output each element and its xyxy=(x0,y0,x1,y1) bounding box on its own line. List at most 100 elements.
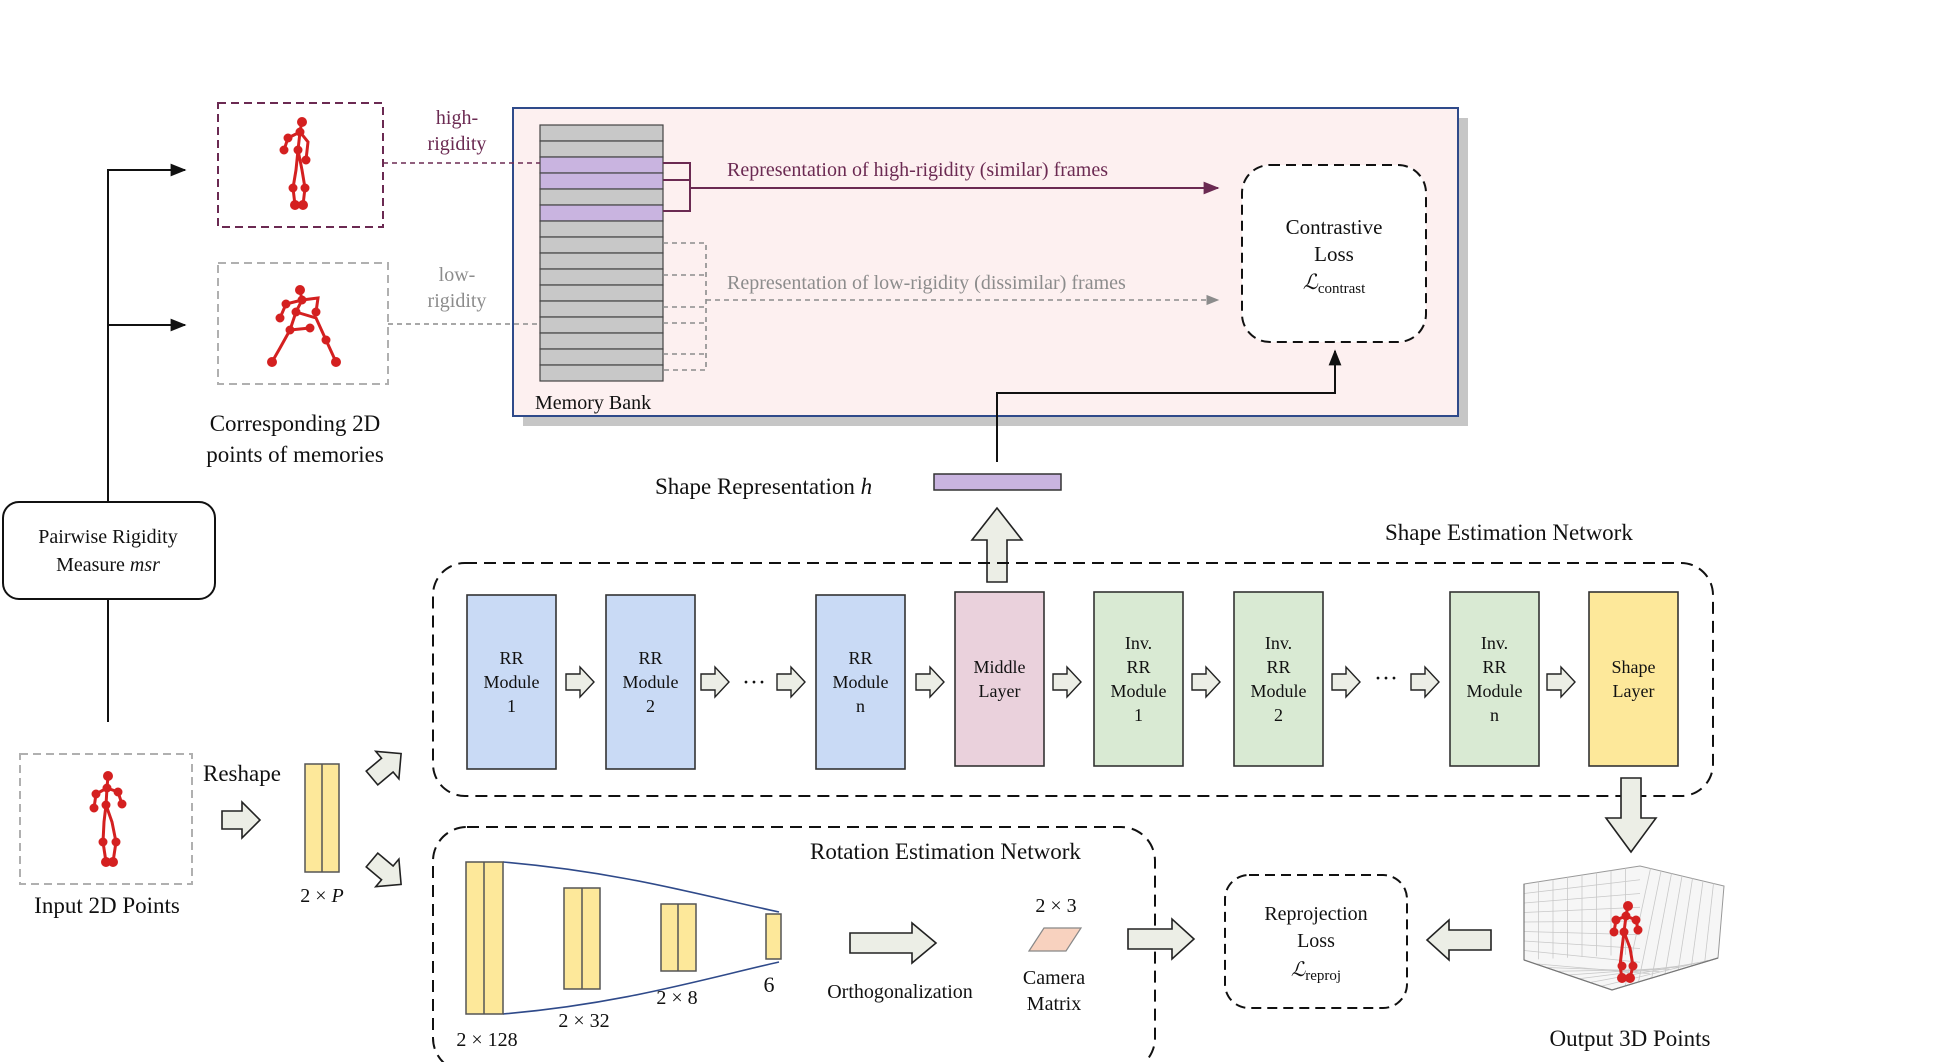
reprojection-loss-formula: ℒreproj xyxy=(1291,959,1341,984)
memory-row xyxy=(539,268,664,286)
module-link-arrow xyxy=(1331,665,1361,699)
reshaped-dim-text: 2 × xyxy=(300,885,331,907)
shape-layer-down-arrow xyxy=(1604,777,1658,854)
camera-matrix-line1: Camera xyxy=(1023,967,1085,989)
dim-label-32: 2 × 32 xyxy=(558,1010,609,1032)
rigidity-measure-line2: Measure msr xyxy=(56,554,160,576)
rr-module-1-label: Module xyxy=(484,672,540,692)
rigidity-measure-symbol: msr xyxy=(130,554,160,576)
rr-module-2-label: Module xyxy=(623,672,679,692)
rr-module-n-label: RR xyxy=(848,648,872,668)
shape-representation-label: Shape Representation h xyxy=(655,474,872,499)
reprojection-loss-symbol: ℒ xyxy=(1291,959,1306,981)
shape-layer-block xyxy=(1588,591,1679,767)
camera-to-reprojection-arrow xyxy=(1127,917,1196,961)
module-ellipsis: ··· xyxy=(742,670,766,696)
to-shape-network-arrow xyxy=(365,750,402,787)
rotation-layer-8 xyxy=(660,903,697,972)
low-rigidity-bracket xyxy=(663,242,1220,371)
to-rotation-network-arrow xyxy=(365,851,402,888)
low-rigidity-arrow-label: Representation of low-rigidity (dissimil… xyxy=(727,272,1126,294)
module-link-arrow xyxy=(1052,665,1082,699)
dim-label-128: 2 × 128 xyxy=(456,1029,517,1051)
dim-label-6: 6 xyxy=(764,972,775,997)
rigidity-to-high-memory-arrow xyxy=(107,163,187,722)
rr-module-1-label: RR xyxy=(499,648,523,668)
shape-representation-bar xyxy=(933,473,1062,491)
shape-layer-label: Shape xyxy=(1612,657,1656,677)
inv-rr-module-n-label: RR xyxy=(1482,657,1506,677)
rigidity-measure-line1: Pairwise Rigidity xyxy=(38,526,177,548)
low-rigidity-memory-thumbnail xyxy=(217,262,389,385)
memory-bank-stack xyxy=(539,124,664,382)
output-to-reprojection-arrow xyxy=(1425,918,1492,962)
inv-rr-module-1-label: Inv. xyxy=(1125,633,1152,653)
inv-rr-module-2-label: Inv. xyxy=(1265,633,1292,653)
middle-layer-label: Middle xyxy=(974,657,1026,677)
inv-rr-module-n-label: Module xyxy=(1467,681,1523,701)
rr-module-1-block xyxy=(466,594,557,770)
corresponding-caption-line2: points of memories xyxy=(206,442,384,467)
module-link-arrow xyxy=(1191,665,1221,699)
rr-module-n-block xyxy=(815,594,906,770)
memory-row-high-rigidity xyxy=(539,172,664,190)
orthogonalization-arrow xyxy=(849,921,938,965)
contrastive-loss-symbol: ℒ xyxy=(1303,270,1319,294)
memory-row xyxy=(539,220,664,238)
shape-representation-text: Shape Representation xyxy=(655,474,861,499)
rr-module-1-label: 1 xyxy=(507,696,516,716)
corresponding-caption-line1: Corresponding 2D xyxy=(210,411,381,436)
rr-module-n-label: n xyxy=(856,696,865,716)
shape-representation-symbol: h xyxy=(861,474,873,499)
pairwise-rigidity-measure-box xyxy=(2,501,216,600)
dim-label-8: 2 × 8 xyxy=(656,987,697,1009)
memory-row xyxy=(539,284,664,302)
input-points-label: Input 2D Points xyxy=(34,893,180,918)
memory-row xyxy=(539,316,664,334)
camera-dim-label: 2 × 3 xyxy=(1035,895,1076,917)
rotation-layer-128 xyxy=(465,861,504,1015)
inv-rr-module-1-label: RR xyxy=(1126,657,1150,677)
rr-module-n-label: Module xyxy=(833,672,889,692)
high-rigidity-label-line1: high- xyxy=(436,107,478,129)
rotation-network-container xyxy=(432,826,1156,1062)
rotation-layer-6 xyxy=(765,913,782,960)
contrastive-loss-box xyxy=(1241,164,1427,343)
memory-row xyxy=(539,364,664,382)
reshaped-dim-symbol: P xyxy=(331,885,344,907)
middle-layer-label: Layer xyxy=(979,681,1021,701)
module-link-arrow xyxy=(776,665,806,699)
rr-module-2-label: 2 xyxy=(646,696,655,716)
high-rigidity-label-line2: rigidity xyxy=(428,133,487,155)
shape-layer-label: Layer xyxy=(1613,681,1655,701)
memory-row-high-rigidity xyxy=(539,156,664,174)
inv-rr-module-2-label: Module xyxy=(1251,681,1307,701)
rotation-network-title: Rotation Estimation Network xyxy=(810,839,1081,864)
high-rigidity-arrow-label: Representation of high-rigidity (similar… xyxy=(727,159,1108,181)
shape-network-container xyxy=(432,562,1714,797)
module-link-arrow xyxy=(1410,665,1440,699)
inv-rr-module-n-label: Inv. xyxy=(1481,633,1508,653)
module-link-arrow xyxy=(915,665,945,699)
memory-row xyxy=(539,252,664,270)
skeleton-high-rigidity-icon xyxy=(279,117,311,210)
camera-matrix-icon xyxy=(1027,927,1083,952)
rr-module-2-block xyxy=(605,594,696,770)
reshaped-dim-label: 2 × P xyxy=(300,885,344,907)
contrastive-loss-line1: Contrastive xyxy=(1286,215,1383,239)
inv-rr-module-1-label: 1 xyxy=(1134,705,1143,725)
low-rigidity-label-line1: low- xyxy=(439,264,476,286)
inv-rr-module-n-block xyxy=(1449,591,1540,767)
memory-bank-label: Memory Bank xyxy=(535,392,651,414)
memory-row xyxy=(539,300,664,318)
skeleton-input-icon xyxy=(89,771,127,867)
reshape-arrow xyxy=(221,801,261,839)
reprojection-loss-line2: Loss xyxy=(1297,930,1335,952)
inv-rr-module-2-block xyxy=(1233,591,1324,767)
contrastive-loss-formula: ℒcontrast xyxy=(1303,270,1366,297)
low-rigidity-label-line2: rigidity xyxy=(428,290,487,312)
rotation-layer-32 xyxy=(563,887,601,990)
reshape-label: Reshape xyxy=(203,761,281,786)
